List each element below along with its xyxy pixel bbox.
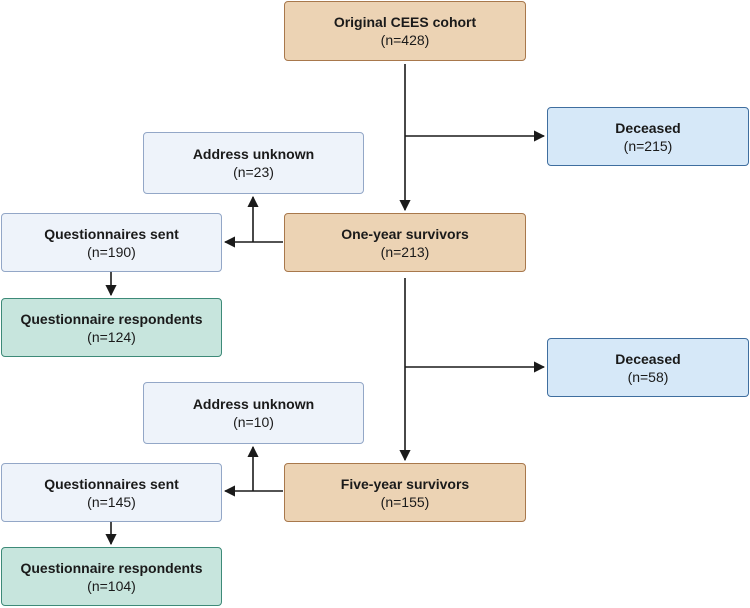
deceased-box-1: Deceased (n=215) [547, 107, 749, 166]
box-title: Deceased [615, 119, 681, 136]
box-title: Questionnaire respondents [20, 559, 203, 576]
box-title: Questionnaire respondents [20, 310, 203, 327]
box-count: (n=104) [87, 577, 136, 594]
one-year-survivors-box: One-year survivors (n=213) [284, 213, 526, 272]
box-count: (n=58) [627, 368, 669, 385]
box-title: Original CEES cohort [333, 14, 477, 30]
box-title: Deceased [615, 350, 681, 367]
box-title: Five-year survivors [340, 475, 470, 492]
box-title: Address unknown [192, 396, 315, 412]
questionnaire-respondents-box-1: Questionnaire respondents (n=124) [1, 298, 222, 357]
questionnaire-respondents-box-2: Questionnaire respondents (n=104) [1, 547, 222, 606]
box-count: (n=213) [380, 243, 430, 260]
box-count: (n=155) [380, 493, 430, 510]
box-count: (n=10) [233, 414, 274, 430]
box-title: Questionnaires sent [44, 225, 179, 242]
box-count: (n=428) [380, 32, 430, 48]
box-count: (n=145) [87, 493, 136, 510]
original-cohort-box: Original CEES cohort (n=428) [284, 1, 526, 61]
box-title: Questionnaires sent [44, 475, 179, 492]
box-count: (n=124) [87, 328, 136, 345]
box-title: Address unknown [192, 146, 315, 162]
address-unknown-box-1: Address unknown (n=23) [143, 132, 364, 194]
questionnaires-sent-box-2: Questionnaires sent (n=145) [1, 463, 222, 522]
box-count: (n=215) [623, 137, 673, 154]
five-year-survivors-box: Five-year survivors (n=155) [284, 463, 526, 522]
address-unknown-box-2: Address unknown (n=10) [143, 382, 364, 444]
box-count: (n=23) [233, 164, 274, 180]
box-count: (n=190) [87, 243, 136, 260]
deceased-box-2: Deceased (n=58) [547, 338, 749, 397]
box-title: One-year survivors [341, 225, 469, 242]
questionnaires-sent-box-1: Questionnaires sent (n=190) [1, 213, 222, 272]
